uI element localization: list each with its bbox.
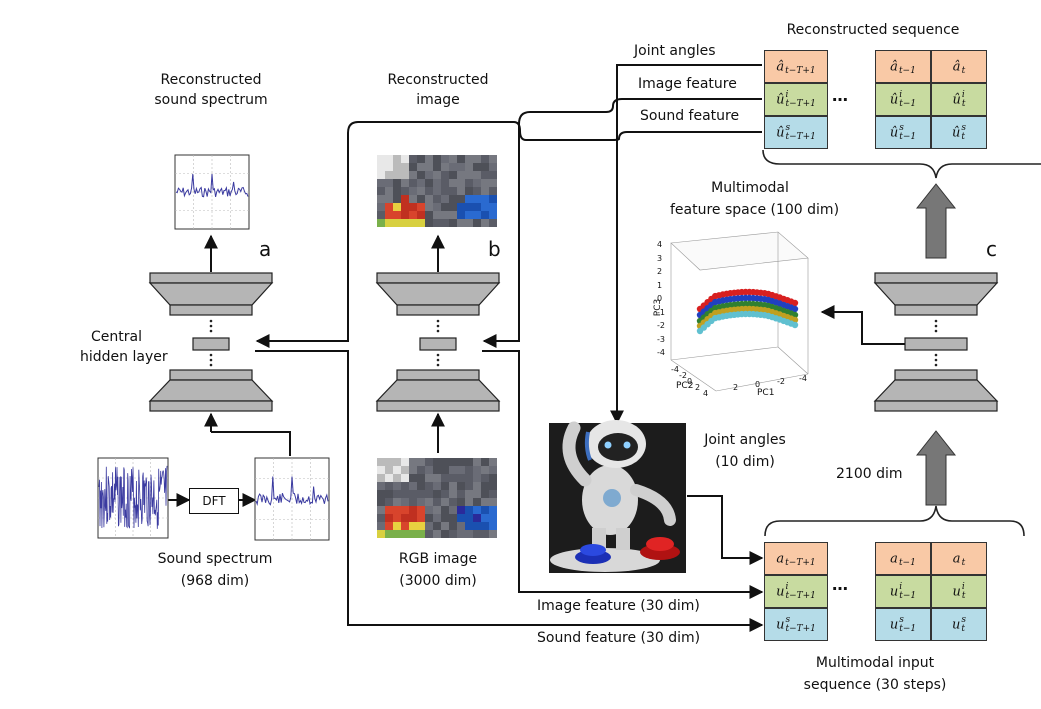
line-spectrum-to-a bbox=[211, 431, 291, 456]
pca-tick-pc1: 2 bbox=[733, 383, 739, 392]
label-sound-spectrum: Sound spectrum (968 dim) bbox=[157, 551, 273, 589]
panel-label-a: a bbox=[259, 237, 272, 261]
reconstructed-spectrum-plot bbox=[174, 154, 250, 230]
pca-tick-pc3: -4 bbox=[657, 348, 665, 357]
label-image-feature-bottom: Image feature (30 dim) bbox=[537, 598, 700, 614]
label-central-hidden-layer: Central hidden layer bbox=[80, 329, 168, 365]
label-sound-feature-top: Sound feature bbox=[640, 108, 740, 124]
label-feature-space: Multimodal feature space (100 dim) bbox=[670, 180, 840, 218]
label-image-feature-top: Image feature bbox=[638, 76, 737, 92]
pca-tick-pc3: 2 bbox=[657, 267, 663, 276]
dots-a bbox=[209, 319, 213, 367]
label-reconstructed-sound: Reconstructed sound spectrum bbox=[154, 72, 268, 108]
wire-sound-output-to-a bbox=[255, 121, 762, 348]
label-joint-angles-dim: Joint angles (10 dim) bbox=[704, 432, 786, 470]
seq-cell-last-0: â t bbox=[931, 50, 987, 83]
autoencoder-b bbox=[375, 272, 501, 412]
pca-tick-pc2: 0 bbox=[687, 377, 693, 386]
dots-c bbox=[934, 319, 938, 367]
seq-cell-first-0: a t−T+1 bbox=[764, 542, 828, 575]
wire-a-hidden-to-sound-input bbox=[255, 350, 764, 632]
pca-point bbox=[791, 321, 799, 329]
pca-tick-pc3: 3 bbox=[657, 253, 663, 263]
pca-points bbox=[696, 288, 799, 335]
label-reconstructed-sequence: Reconstructed sequence bbox=[786, 22, 960, 38]
pca-tick-pc1: -2 bbox=[777, 377, 785, 386]
ellipsis-bottom: … bbox=[832, 575, 850, 594]
pca-tick-pc3: -2 bbox=[657, 321, 665, 330]
pca-tick-pc1: -4 bbox=[799, 374, 807, 383]
ellipsis-top: … bbox=[832, 86, 850, 105]
pca-tick-pc3: 0 bbox=[657, 294, 663, 303]
seq-cell-last-0: a t bbox=[931, 542, 987, 575]
pca-point bbox=[791, 299, 799, 307]
pca-tick-pc2: 2 bbox=[695, 383, 701, 392]
nao-robot-photo bbox=[549, 420, 686, 573]
raw-sound-waveform bbox=[97, 457, 169, 539]
dft-box: DFT bbox=[189, 488, 239, 514]
pca-feature-space-plot bbox=[670, 231, 809, 392]
gray-arrow-up-top bbox=[915, 183, 957, 259]
wire-b-hidden-to-image-input bbox=[482, 350, 764, 599]
wire-c-hidden-to-pca bbox=[820, 305, 905, 345]
wire-image-output-to-b bbox=[482, 98, 762, 348]
panel-label-c: c bbox=[986, 237, 997, 261]
pca-tick-pc1: 0 bbox=[755, 380, 761, 389]
pca-tick-pc2: -2 bbox=[679, 371, 687, 380]
dots-b bbox=[436, 319, 440, 367]
rgb-camera-image bbox=[377, 458, 497, 538]
brace-bottom bbox=[764, 505, 1025, 537]
wire-joint-output-to-robot bbox=[610, 64, 762, 425]
brace-top bbox=[762, 149, 1041, 179]
label-2100-dim: 2100 dim bbox=[836, 466, 903, 482]
label-rgb-image: RGB image (3000 dim) bbox=[398, 551, 478, 589]
input-spectrum-plot bbox=[254, 457, 330, 541]
pca-tick-pc2: 4 bbox=[703, 389, 709, 398]
reconstructed-camera-image bbox=[377, 155, 497, 227]
wire-robot-to-joint-input bbox=[687, 495, 764, 565]
pca-tick-pc3: -1 bbox=[657, 307, 665, 317]
label-joint-angles-top: Joint angles bbox=[634, 43, 716, 59]
label-sound-feature-bottom: Sound feature (30 dim) bbox=[537, 630, 701, 646]
pca-axis-pc2: PC2 bbox=[676, 381, 694, 391]
label-input-sequence: Multimodal input sequence (30 steps) bbox=[803, 655, 947, 693]
autoencoder-c bbox=[873, 272, 999, 412]
pca-tick-pc3: 1 bbox=[657, 280, 663, 290]
pca-tick-pc2: -4 bbox=[671, 365, 679, 374]
pca-axis-pc1: PC1 bbox=[757, 388, 775, 398]
pca-tick-pc3: -3 bbox=[657, 334, 665, 344]
seq-cell-first-0: â t−T+1 bbox=[764, 50, 828, 83]
autoencoder-a bbox=[148, 272, 274, 412]
seq-cell-prev-0: a t−1 bbox=[875, 542, 931, 575]
seq-cell-prev-0: â t−1 bbox=[875, 50, 931, 83]
panel-label-b: b bbox=[488, 237, 501, 261]
gray-arrow-up-bottom bbox=[915, 430, 957, 506]
pca-tick-pc3: 4 bbox=[657, 240, 663, 249]
pca-point bbox=[791, 305, 799, 313]
label-reconstructed-image: Reconstructed image bbox=[387, 72, 489, 108]
